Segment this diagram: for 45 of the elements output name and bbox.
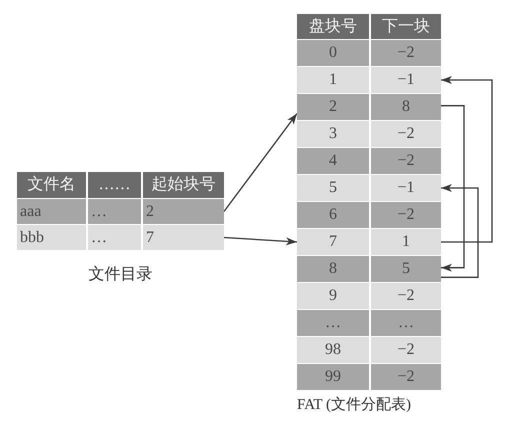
arrow: [441, 184, 479, 278]
table-row: [297, 202, 441, 228]
start-block-number: 7: [141, 225, 224, 250]
table-caption: FAT (文件分配表): [297, 396, 412, 415]
table-row: [297, 121, 441, 147]
block-number: 5: [328, 178, 338, 198]
table-header-row: [17, 172, 224, 198]
table-row: [297, 94, 441, 120]
table-row: [297, 364, 441, 390]
block-number: 99: [324, 367, 342, 387]
block-number: 7: [328, 232, 338, 252]
arrow: [223, 113, 298, 212]
block-number: …: [324, 313, 342, 333]
block-number: 0: [328, 43, 338, 63]
column-header: 盘块号: [308, 16, 358, 36]
arrow: [224, 236, 298, 246]
block-number: 98: [324, 340, 342, 360]
table-row: [297, 310, 441, 336]
block-number: 3: [328, 124, 338, 144]
column-header: 文件名: [26, 174, 76, 195]
block-number: 6: [328, 205, 338, 225]
file-name: aaa: [19, 202, 42, 222]
block-number: 4: [328, 151, 338, 171]
table-caption: 文件目录: [88, 265, 154, 285]
table-row: [17, 225, 224, 250]
table-row: [17, 199, 224, 224]
next-block-number: −2: [369, 364, 441, 390]
table-row: [297, 229, 441, 255]
block-number: 9: [328, 286, 338, 306]
table-row: [297, 337, 441, 363]
table-row: [297, 148, 441, 174]
ellipsis: …: [86, 225, 141, 250]
block-number: 2: [328, 97, 338, 117]
data-table: [297, 14, 441, 415]
table-row: [297, 175, 441, 201]
table-row: [297, 256, 441, 282]
table-row: [297, 40, 441, 66]
block-number: 1: [328, 70, 338, 90]
table-row: [297, 67, 441, 93]
arrow: [441, 105, 465, 272]
file-name: bbb: [19, 228, 45, 248]
arrow: [441, 76, 493, 243]
block-number: 8: [328, 259, 338, 279]
table-row: [297, 283, 441, 309]
table-header-row: [297, 14, 441, 39]
